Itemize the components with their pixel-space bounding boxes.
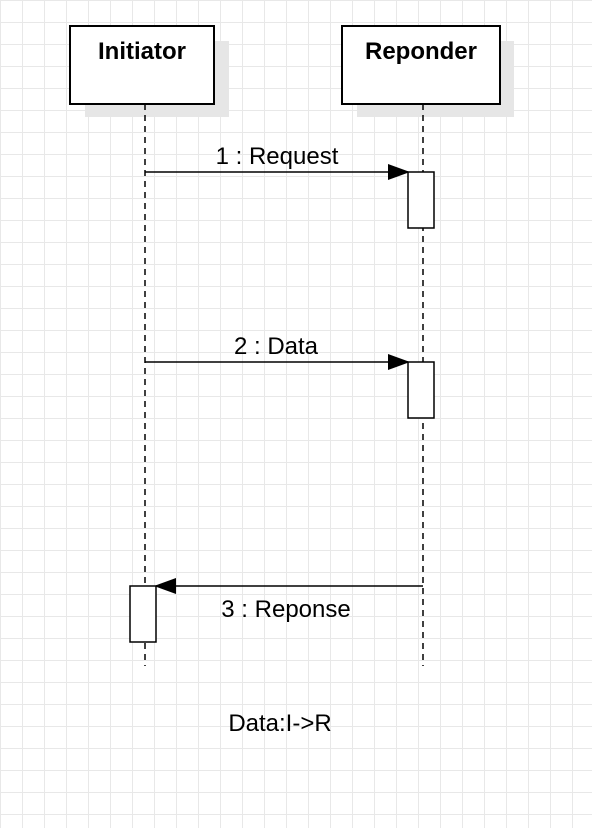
message-request[interactable]: 1 : Request: [145, 143, 410, 180]
note-text: Data:I->R: [228, 710, 331, 737]
activation-initiator-1: [129, 585, 157, 643]
message-request-label: 1 : Request: [216, 143, 339, 170]
message-data[interactable]: 2 : Data: [145, 333, 410, 370]
actor-initiator-box: [69, 25, 215, 105]
actor-reponder-box: [341, 25, 501, 105]
actor-initiator[interactable]: Initiator: [69, 25, 229, 117]
message-reponse[interactable]: 3 : Reponse: [154, 578, 423, 623]
activation-reponder-1: [407, 171, 435, 229]
message-data-label: 2 : Data: [234, 333, 319, 360]
activation-reponder-2: [407, 361, 435, 419]
actor-initiator-label: Initiator: [98, 38, 186, 65]
actor-reponder[interactable]: Reponder: [341, 25, 514, 117]
message-reponse-label: 3 : Reponse: [221, 596, 350, 623]
actor-reponder-label: Reponder: [365, 38, 477, 65]
